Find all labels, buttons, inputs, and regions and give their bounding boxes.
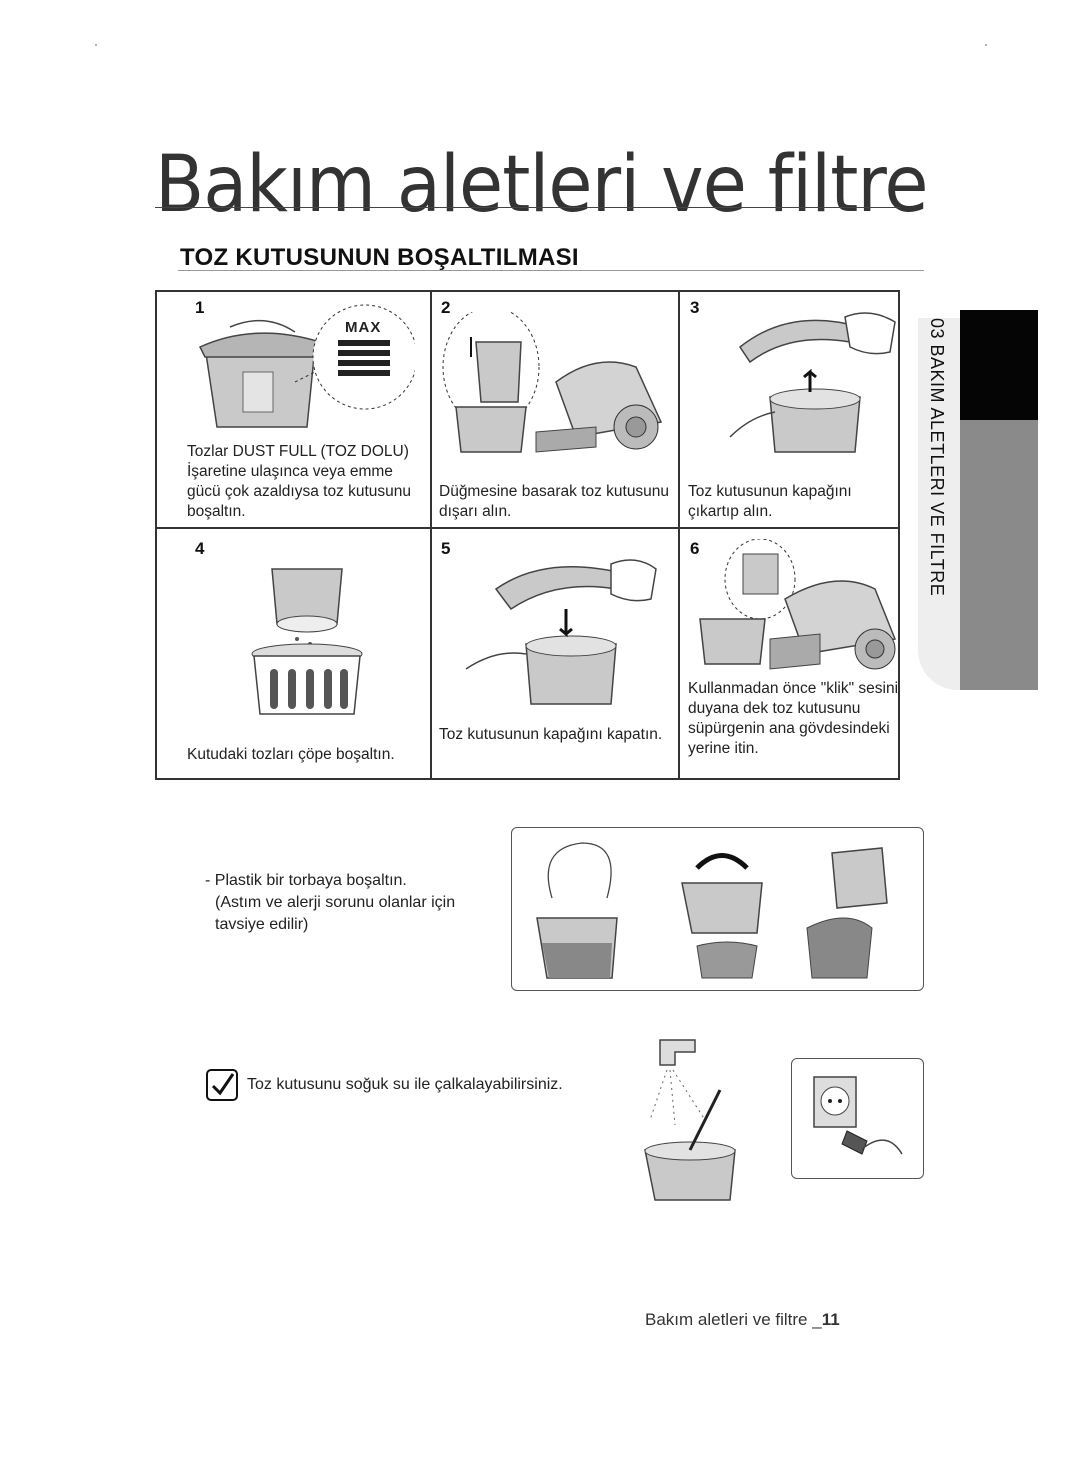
chapter-tab-black [960, 310, 1038, 420]
section-title: TOZ KUTUSUNUN BOŞALTILMASI [180, 244, 579, 271]
step-2: 2 Düğmesine basarak toz kutusunu dışarı … [431, 292, 678, 527]
step-number: 4 [195, 539, 205, 558]
trash-bin-illustration [251, 568, 363, 715]
faucet-illustration [644, 1039, 736, 1201]
grid-divider [430, 292, 432, 778]
title-rule [155, 207, 900, 208]
step-number: 6 [690, 539, 700, 558]
step-text: Düğmesine basarak toz kutusunu dışarı al… [439, 483, 670, 520]
steps-grid: 1 MAX Tozlar DUST FULL (TOZ DOLU) İşaret… [155, 290, 900, 780]
page-footer: Bakım aletleri ve filtre _11 [645, 1310, 840, 1330]
footer-text: Bakım aletleri ve filtre _ [645, 1310, 822, 1329]
step-text: Toz kutusunun kapağını çıkartıp alın. [688, 483, 852, 520]
step-text: Tozlar DUST FULL (TOZ DOLU) İşaretine ul… [187, 443, 412, 520]
vacuum-insert-illustration [699, 539, 897, 670]
step-6: 6 Kullanmadan önce "klik" sesini duyana … [680, 529, 898, 778]
step-number: 3 [690, 298, 700, 317]
step-number: 5 [441, 539, 451, 558]
grid-divider [157, 527, 898, 529]
socket-frame [791, 1058, 924, 1179]
rinse-note: Toz kutusunu soğuk su ile çalkalayabilir… [247, 1076, 563, 1093]
bag-note-line: - Plastik bir torbaya boşaltın. [205, 872, 407, 889]
max-badge: MAX [345, 319, 382, 336]
bag-note-line: (Astım ve alerji sorunu olanlar için [215, 894, 456, 911]
bag-illustration-frame [511, 827, 924, 991]
corner-mark [95, 44, 97, 46]
chapter-label: 03 BAKIM ALETLERI VE FILTRE [926, 318, 956, 638]
grid-divider [678, 292, 680, 778]
step-text: Toz kutusunun kapağını kapatın. [439, 726, 663, 743]
step-3: 3 Toz kutusunun kapağını çıkartıp alın. [680, 292, 898, 527]
chapter-tab [918, 318, 964, 690]
vacuum-illustration [442, 312, 663, 453]
dust-bin-illustration [198, 304, 415, 428]
chapter-label-text: 03 BAKIM ALETLERI VE FILTRE [927, 318, 947, 597]
note-check-icon [206, 1069, 238, 1101]
bag-emptying-illustration [536, 842, 888, 979]
step-5: 5 Toz kutusunun kapağını kapatın. [431, 529, 678, 778]
page-title: Bakım aletleri ve filtre [155, 140, 929, 230]
corner-mark [985, 44, 987, 46]
step-text: Kutudaki tozları çöpe boşaltın. [187, 746, 395, 763]
step-text: Kullanmadan önce "klik" sesini duyana de… [688, 680, 899, 757]
step-1: 1 MAX Tozlar DUST FULL (TOZ DOLU) İşaret… [157, 292, 430, 527]
section-rule [178, 270, 924, 271]
bag-note: - Plastik bir torbaya boşaltın. (Astım v… [205, 870, 505, 936]
step-number: 2 [441, 298, 451, 317]
wall-socket-illustration [813, 1076, 903, 1155]
step-4: 4 Kutudaki tozları çöpe boşaltın. [157, 529, 430, 778]
chapter-tab-gray [960, 420, 1038, 690]
bag-note-line: tavsiye edilir) [215, 916, 309, 933]
lid-closing-illustration [465, 559, 657, 705]
lid-removal-illustration [729, 312, 896, 453]
page-number: 11 [821, 1310, 840, 1329]
step-number: 1 [195, 298, 205, 317]
